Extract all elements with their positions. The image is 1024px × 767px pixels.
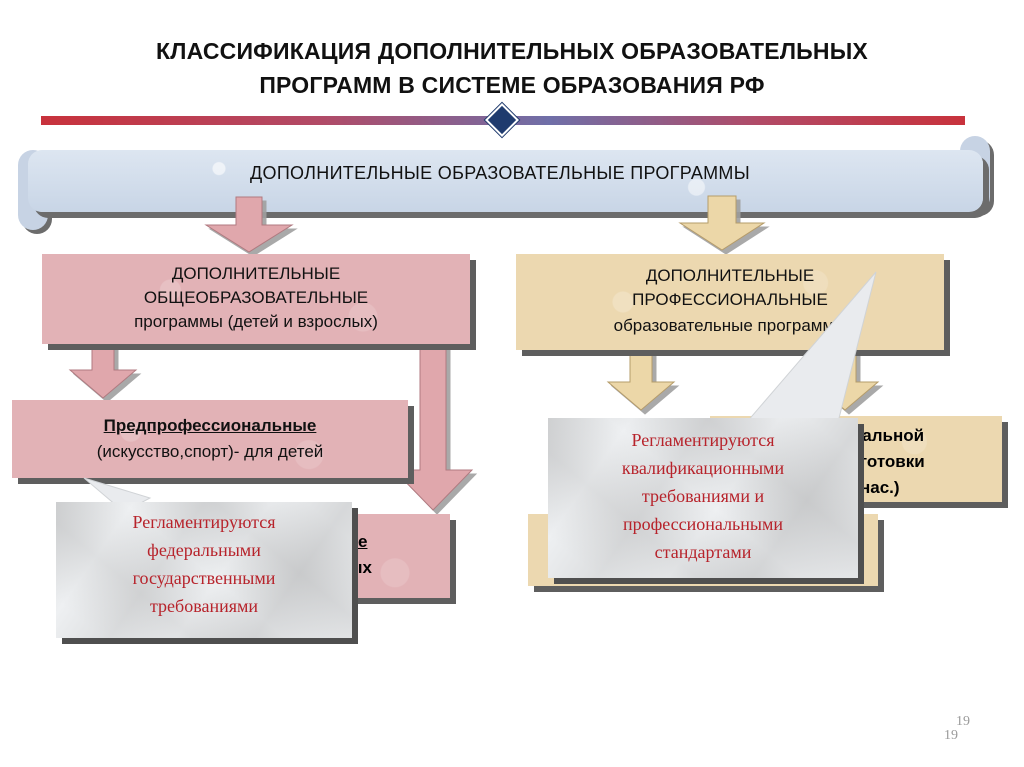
qualification-standards-callout: Регламентируются квалификационными требо… xyxy=(548,418,858,578)
title-line-2: ПРОГРАММ В СИСТЕМЕ ОБРАЗОВАНИЯ РФ xyxy=(259,72,765,98)
pp-partial-2: готовки xyxy=(860,452,925,471)
right-callout-line-5: стандартами xyxy=(654,542,752,562)
pre-professional-subtitle: (искусство,спорт)- для детей xyxy=(96,442,324,461)
arrow-down-icon xyxy=(392,341,474,511)
left-callout-line-4: требованиями xyxy=(149,596,259,616)
root-banner xyxy=(28,150,983,212)
right-callout-line-3: требованиями и xyxy=(641,486,765,506)
general-dev-partial-2: ых xyxy=(348,558,372,577)
arrow-down-icon xyxy=(68,341,138,399)
general-heading-line-2: ОБЩЕОБРАЗОВАТЕЛЬНЫЕ xyxy=(143,288,369,307)
general-dev-partial-1: е xyxy=(358,532,368,551)
root-banner-label: ДОПОЛНИТЕЛЬНЫЕ ОБРАЗОВАТЕЛЬНЫЕ ПРОГРАММЫ xyxy=(250,163,750,183)
professional-programs-box: ДОПОЛНИТЕЛЬНЫЕ ПРОФЕССИОНАЛЬНЫЕ образова… xyxy=(516,254,944,350)
general-heading-line-1: ДОПОЛНИТЕЛЬНЫЕ xyxy=(171,264,341,283)
general-heading-line-3: программы (детей и взрослых) xyxy=(134,312,378,331)
professional-heading-line-3: образовательные программы xyxy=(613,316,847,335)
arrow-down-icon xyxy=(606,351,676,411)
left-callout-line-3: государственными xyxy=(132,568,276,588)
federal-requirements-callout: Регламентируются федеральными государств… xyxy=(56,502,352,638)
general-education-programs-box: ДОПОЛНИТЕЛЬНЫЕ ОБЩЕОБРАЗОВАТЕЛЬНЫЕ прогр… xyxy=(42,254,470,344)
professional-heading-line-1: ДОПОЛНИТЕЛЬНЫЕ xyxy=(645,266,815,285)
pre-professional-title: Предпрофессиональные xyxy=(103,416,317,435)
left-callout-line-2: федеральными xyxy=(147,540,261,560)
right-callout-line-4: профессиональными xyxy=(622,514,784,534)
page-title: КЛАССИФИКАЦИЯ ДОПОЛНИТЕЛЬНЫХ ОБРАЗОВАТЕЛ… xyxy=(40,34,984,102)
pp-partial-1: нальной xyxy=(852,426,925,445)
right-callout-line-2: квалификационными xyxy=(621,458,785,478)
professional-heading-line-2: ПРОФЕССИОНАЛЬНЫЕ xyxy=(632,290,828,309)
left-callout-line-1: Регламентируются xyxy=(132,512,276,532)
pre-professional-box: Предпрофессиональные (искусство,спорт)- … xyxy=(12,400,408,478)
arrow-down-icon xyxy=(678,195,766,251)
page-number: 19 xyxy=(956,714,970,729)
arrow-down-icon xyxy=(204,196,294,253)
right-callout-line-1: Регламентируются xyxy=(631,430,775,450)
pp-partial-3: нас.) xyxy=(860,478,900,497)
title-line-1: КЛАССИФИКАЦИЯ ДОПОЛНИТЕЛЬНЫХ ОБРАЗОВАТЕЛ… xyxy=(156,38,868,64)
page-number-shadow: 19 xyxy=(944,728,958,743)
